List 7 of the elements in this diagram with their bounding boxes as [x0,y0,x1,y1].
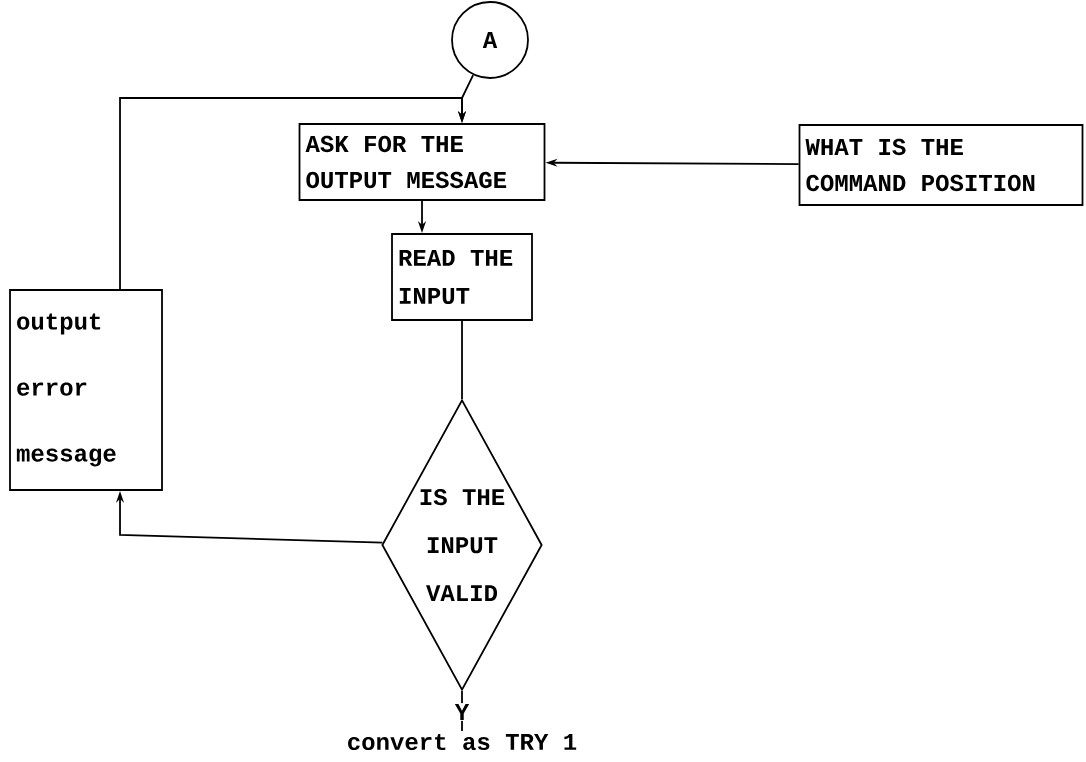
edge-label: Y [453,703,471,721]
process-box: ASK FOR THE OUTPUT MESSAGE [298,123,546,201]
arrow [119,97,467,290]
process-box: READ THE INPUT [391,233,533,321]
process-box: output error message [9,289,163,491]
process-box: WHAT IS THE COMMAND POSITION [798,124,1084,206]
flow-text: convert as TRY 1 [348,733,577,751]
